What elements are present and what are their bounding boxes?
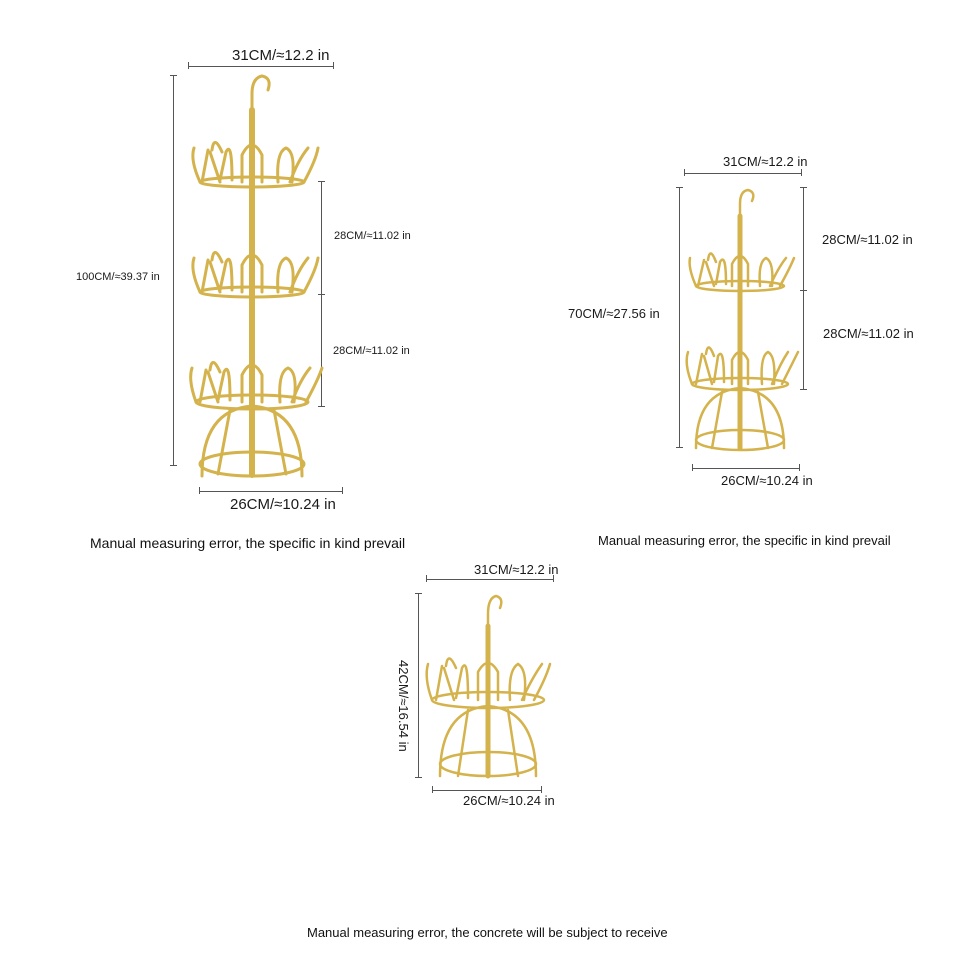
large-top-width-line xyxy=(188,66,334,67)
medium-top-width-line xyxy=(684,173,802,174)
large-tier-tick-2 xyxy=(318,294,325,295)
small-base-width-line xyxy=(432,790,542,791)
medium-tier-gap-1-label: 28CM/≈11.02 in xyxy=(822,232,913,247)
large-top-width-tick-left xyxy=(188,62,189,69)
medium-top-width-tick-left xyxy=(684,169,685,176)
large-tier-gap-2-label: 28CM/≈11.02 in xyxy=(333,345,410,357)
large-tier-tick-1 xyxy=(318,181,325,182)
medium-height-line xyxy=(679,187,680,448)
medium-top-width-label: 31CM/≈12.2 in xyxy=(723,154,808,169)
medium-base-tick-left xyxy=(692,464,693,471)
large-height-line xyxy=(173,75,174,466)
large-base-tick-right xyxy=(342,487,343,494)
medium-tier-tick-2 xyxy=(800,290,807,291)
large-tier-tick-3 xyxy=(318,406,325,407)
small-height-tick-bottom xyxy=(415,777,422,778)
medium-height-tick-bottom xyxy=(676,447,683,448)
medium-tier-gap-line xyxy=(803,187,804,390)
small-base-width-label: 26CM/≈10.24 in xyxy=(463,793,555,808)
medium-base-tick-right xyxy=(799,464,800,471)
medium-height-tick-top xyxy=(676,187,683,188)
small-top-width-label: 31CM/≈12.2 in xyxy=(474,562,559,577)
small-height-label: 42CM/≈16.54 in xyxy=(396,660,411,752)
large-height-label: 100CM/≈39.37 in xyxy=(76,271,160,283)
large-base-width-label: 26CM/≈10.24 in xyxy=(230,496,336,513)
large-top-width-label: 31CM/≈12.2 in xyxy=(232,47,330,64)
large-note: Manual measuring error, the specific in … xyxy=(90,535,406,551)
small-top-width-tick-right xyxy=(553,575,554,582)
large-base-width-line xyxy=(199,491,343,492)
large-height-tick-bottom xyxy=(170,465,177,466)
small-top-width-tick-left xyxy=(426,575,427,582)
medium-tier-tick-3 xyxy=(800,389,807,390)
small-base-tick-left xyxy=(432,786,433,793)
medium-height-label: 70CM/≈27.56 in xyxy=(568,306,660,321)
medium-tier-gap-2-label: 28CM/≈11.02 in xyxy=(823,326,914,341)
large-base-tick-left xyxy=(199,487,200,494)
medium-top-width-tick-right xyxy=(801,169,802,176)
small-height-tick-top xyxy=(415,593,422,594)
footer-note: Manual measuring error, the concrete wil… xyxy=(307,925,668,940)
medium-base-width-label: 26CM/≈10.24 in xyxy=(721,473,813,488)
medium-stand-illustration xyxy=(685,188,800,452)
small-top-width-line xyxy=(426,579,554,580)
small-height-line xyxy=(418,593,419,778)
medium-note: Manual measuring error, the specific in … xyxy=(598,533,891,548)
large-height-tick-top xyxy=(170,75,177,76)
large-top-width-tick-right xyxy=(333,62,334,69)
medium-tier-tick-1 xyxy=(800,187,807,188)
large-stand-illustration xyxy=(189,74,324,478)
small-stand-illustration xyxy=(425,594,552,779)
medium-base-width-line xyxy=(692,468,800,469)
large-tier-gap-1-label: 28CM/≈11.02 in xyxy=(334,230,411,242)
small-base-tick-right xyxy=(541,786,542,793)
